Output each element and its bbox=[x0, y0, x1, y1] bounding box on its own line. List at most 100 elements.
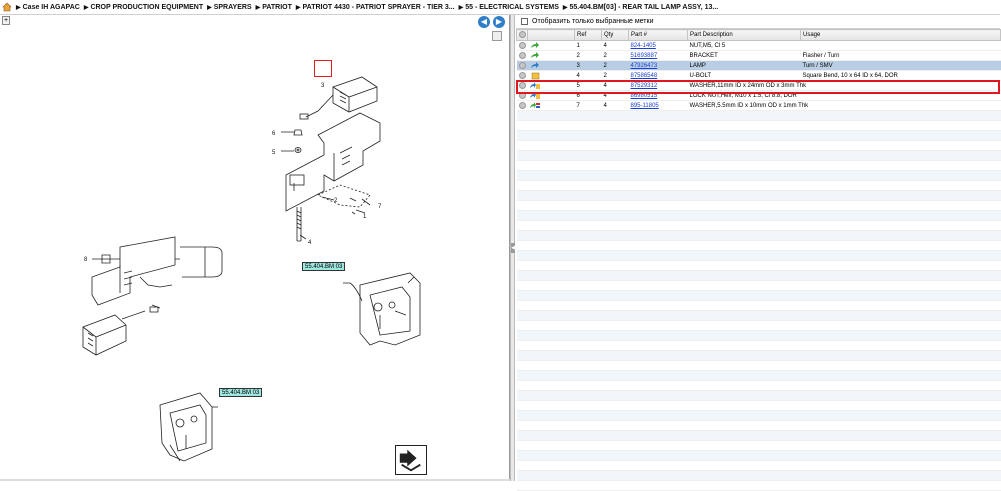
next-page-button[interactable]: ▶ bbox=[493, 16, 505, 28]
empty-row bbox=[516, 160, 1001, 171]
green-arrow-flag-icon[interactable] bbox=[527, 100, 575, 111]
diagram-label[interactable]: 6 bbox=[272, 131, 276, 137]
column-header-ref[interactable]: Ref bbox=[574, 29, 602, 41]
breadcrumb-item[interactable]: ▶Case IH AGAPAC bbox=[16, 3, 80, 11]
row-expand-icon[interactable] bbox=[516, 60, 528, 71]
breadcrumb-item[interactable]: ▶PATRIOT 4430 - PATRIOT SPRAYER - TIER 3… bbox=[295, 3, 455, 11]
green-arrow-icon[interactable] bbox=[527, 40, 575, 51]
qty-cell: 4 bbox=[601, 40, 629, 51]
empty-row bbox=[516, 380, 1001, 391]
table-header-row: Ref Qty Part # Part Description Usage bbox=[516, 29, 1001, 41]
qty-cell: 4 bbox=[601, 90, 629, 101]
collapse-arrow-icon[interactable]: ◀ bbox=[511, 243, 515, 253]
show-selected-only-label: Отобразить только выбранные метки bbox=[532, 18, 654, 25]
column-header-usage[interactable]: Usage bbox=[800, 29, 1001, 41]
reference-callout[interactable]: 55.404.BM 03 bbox=[302, 262, 346, 271]
row-expand-icon[interactable] bbox=[516, 80, 528, 91]
usage-cell bbox=[800, 40, 1001, 51]
empty-row bbox=[516, 450, 1001, 461]
empty-row bbox=[516, 330, 1001, 341]
row-expand-icon[interactable] bbox=[516, 100, 528, 111]
breadcrumb-item[interactable]: ▶PATRIOT bbox=[255, 3, 292, 11]
empty-row bbox=[516, 240, 1001, 251]
expand-icon[interactable]: + bbox=[2, 16, 10, 25]
empty-row bbox=[516, 460, 1001, 471]
empty-row bbox=[516, 170, 1001, 181]
empty-row bbox=[516, 360, 1001, 371]
empty-row bbox=[516, 230, 1001, 241]
empty-row bbox=[516, 410, 1001, 421]
description-cell: WASHER,11mm ID x 24mm OD x 3mm Thk bbox=[687, 80, 807, 91]
column-header[interactable] bbox=[516, 29, 528, 41]
parts-list-pane: Отобразить только выбранные метки Ref Qt… bbox=[516, 15, 1001, 491]
parts-diagram[interactable]: 3 6 5 2 7 1 4 8 bbox=[0, 15, 510, 481]
diagram-label[interactable]: 3 bbox=[321, 83, 325, 89]
previous-page-button[interactable]: ◀ bbox=[478, 16, 490, 28]
diagram-label[interactable]: 2 bbox=[334, 198, 338, 204]
blue-arrow-icon[interactable] bbox=[527, 60, 575, 71]
empty-row bbox=[516, 260, 1001, 271]
column-header-qty[interactable]: Qty bbox=[601, 29, 629, 41]
home-icon[interactable] bbox=[2, 2, 12, 12]
part-number-link[interactable]: 86980515 bbox=[628, 90, 688, 101]
qty-cell: 2 bbox=[601, 70, 629, 81]
row-expand-icon[interactable] bbox=[516, 70, 528, 81]
maximize-icon[interactable] bbox=[492, 31, 502, 41]
ref-cell: 5 bbox=[574, 80, 602, 91]
next-diagram-button[interactable] bbox=[395, 445, 427, 475]
blue-arrow-package-icon[interactable] bbox=[527, 80, 575, 91]
diagram-pane: + ◀ ▶ bbox=[0, 15, 510, 481]
column-header-part[interactable]: Part # bbox=[628, 29, 688, 41]
part-number-link[interactable]: 824-1405 bbox=[628, 40, 688, 51]
empty-row bbox=[516, 270, 1001, 281]
settings-icon[interactable] bbox=[519, 31, 526, 39]
show-selected-only-checkbox[interactable] bbox=[521, 18, 528, 25]
diagram-label[interactable]: 4 bbox=[308, 240, 312, 246]
empty-row bbox=[516, 140, 1001, 151]
green-arrow-icon[interactable] bbox=[527, 50, 575, 61]
diagram-label[interactable]: 5 bbox=[272, 150, 276, 156]
part-number-link[interactable]: 87586548 bbox=[628, 70, 688, 81]
package-icon[interactable] bbox=[527, 70, 575, 81]
diagram-label[interactable]: 8 bbox=[84, 257, 88, 263]
breadcrumb-item[interactable]: ▶CROP PRODUCTION EQUIPMENT bbox=[83, 3, 204, 11]
diagram-label[interactable]: 1 bbox=[363, 214, 367, 220]
breadcrumb-item[interactable]: ▶SPRAYERS bbox=[207, 3, 252, 11]
ref-cell: 2 bbox=[574, 50, 602, 61]
breadcrumb: ▶Case IH AGAPAC ▶CROP PRODUCTION EQUIPME… bbox=[0, 0, 1000, 15]
part-number-link[interactable]: 895-11805 bbox=[628, 100, 688, 111]
usage-cell: Square Bend, 10 x 64 ID x 64, DOR bbox=[800, 70, 1001, 81]
ref-cell: 3 bbox=[574, 60, 602, 71]
part-number-link[interactable]: 51693887 bbox=[628, 50, 688, 61]
empty-row bbox=[516, 400, 1001, 411]
horizontal-scrollbar[interactable] bbox=[0, 479, 510, 481]
column-header-description[interactable]: Part Description bbox=[687, 29, 801, 41]
empty-row bbox=[516, 190, 1001, 201]
reference-callout[interactable]: 55.404.BM 03 bbox=[219, 388, 263, 397]
qty-cell: 4 bbox=[601, 80, 629, 91]
empty-row bbox=[516, 180, 1001, 191]
column-header[interactable] bbox=[527, 29, 575, 41]
empty-row bbox=[516, 470, 1001, 481]
empty-row bbox=[516, 250, 1001, 261]
usage-cell bbox=[800, 100, 1001, 111]
diagram-label[interactable]: 7 bbox=[378, 204, 382, 210]
empty-row bbox=[516, 440, 1001, 451]
part-number-link[interactable]: 47926473 bbox=[628, 60, 688, 71]
part-number-link[interactable]: 87529312 bbox=[628, 80, 688, 91]
breadcrumb-item[interactable]: ▶55 - ELECTRICAL SYSTEMS bbox=[458, 3, 559, 11]
pane-splitter[interactable]: ◀ bbox=[510, 15, 515, 481]
empty-row bbox=[516, 120, 1001, 131]
description-cell: BRACKET bbox=[687, 50, 801, 61]
row-expand-icon[interactable] bbox=[516, 40, 528, 51]
description-cell: U-BOLT bbox=[687, 70, 801, 81]
row-expand-icon[interactable] bbox=[516, 50, 528, 61]
